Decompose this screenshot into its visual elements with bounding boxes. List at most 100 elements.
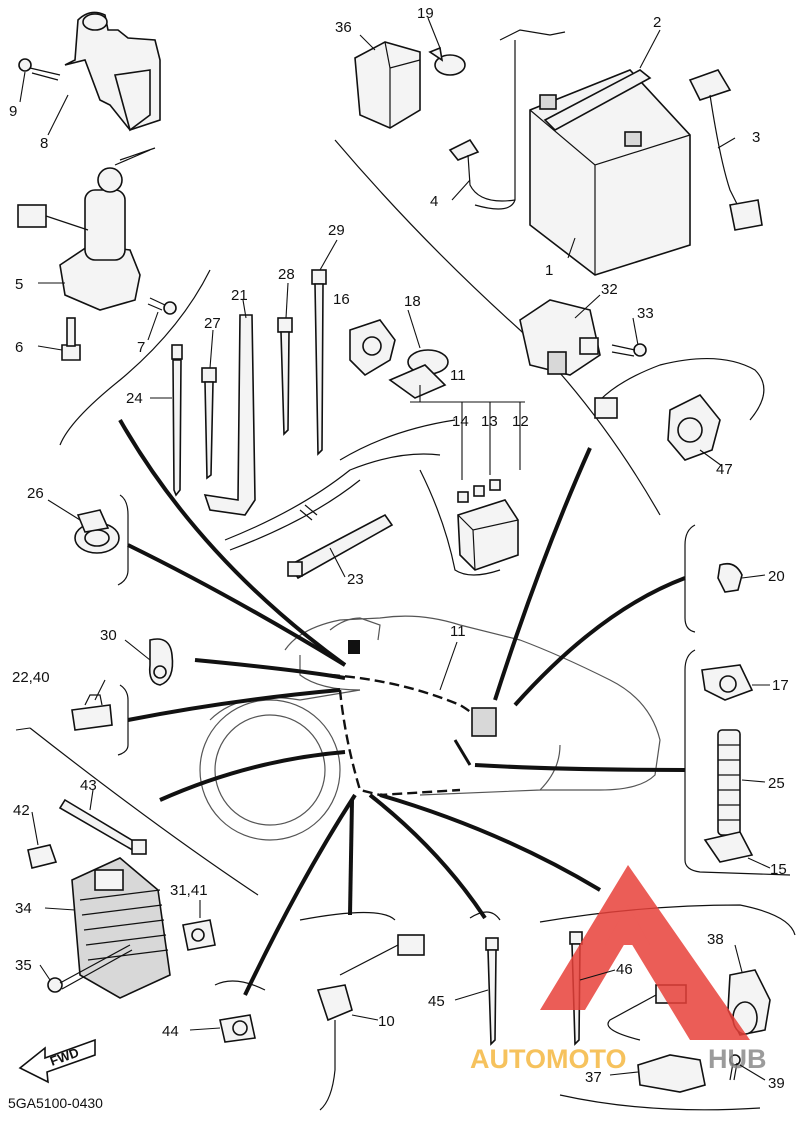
callout-1: 1 — [545, 262, 553, 279]
callout-31-41: 31,41 — [170, 882, 208, 899]
clip-20 — [717, 562, 743, 593]
battery — [474, 29, 691, 276]
callout-22-40: 22,40 — [12, 669, 50, 686]
battery-cable-4 — [448, 138, 516, 202]
band-21 — [203, 314, 256, 516]
fuse-box-32 — [519, 299, 601, 376]
callout-34: 34 — [15, 900, 32, 917]
clip-16 — [349, 319, 396, 377]
callout-28: 28 — [278, 266, 295, 283]
clip-42 — [27, 844, 58, 869]
watermark-brand-right: HUB — [708, 1044, 767, 1074]
callout-3: 3 — [752, 129, 760, 146]
callout-2: 2 — [653, 14, 661, 31]
leader-lines — [15, 17, 771, 1081]
callout-9: 9 — [9, 103, 17, 120]
cdi-unit — [457, 499, 519, 571]
callout-26: 26 — [27, 485, 44, 502]
spring-25 — [717, 729, 741, 836]
clip-30 — [148, 638, 174, 686]
tie-45 — [485, 937, 499, 1046]
sensor-47 — [594, 358, 765, 461]
tie-23 — [287, 513, 394, 580]
callout-16: 16 — [333, 291, 350, 308]
tie-28 — [277, 317, 293, 436]
callout-33: 33 — [637, 305, 654, 322]
tie-29 — [311, 269, 327, 456]
clip-26 — [74, 509, 120, 554]
tie-43 — [58, 798, 147, 855]
callout-17: 17 — [772, 677, 789, 694]
callout-32: 32 — [601, 281, 618, 298]
callout-11a: 11 — [450, 367, 466, 384]
tie-24 — [171, 344, 183, 497]
fuses-12-14 — [457, 479, 501, 503]
callout-labels: 1 2 3 4 5 6 7 8 9 10 11 11 12 13 14 15 1… — [9, 5, 789, 1092]
callout-25: 25 — [768, 775, 785, 792]
callout-24: 24 — [126, 390, 143, 407]
clamp-19 — [428, 46, 466, 76]
callout-35: 35 — [15, 957, 32, 974]
callout-21: 21 — [231, 287, 248, 304]
callout-14: 14 — [452, 413, 469, 430]
sensor-10 — [316, 934, 425, 1111]
callout-37: 37 — [585, 1069, 602, 1086]
callout-19: 19 — [417, 5, 434, 22]
harness-branch — [224, 419, 501, 576]
watermark-triangle — [540, 865, 750, 1040]
callout-42: 42 — [13, 802, 30, 819]
callout-27: 27 — [204, 315, 221, 332]
callout-11b: 11 — [450, 623, 466, 640]
ignition-switch — [17, 147, 156, 311]
callout-20: 20 — [768, 568, 785, 585]
clip-17 — [701, 664, 754, 701]
bolt-9 — [18, 58, 61, 81]
pointer-lines — [118, 419, 686, 996]
fwd-arrow — [18, 1038, 96, 1084]
relay-36 — [354, 41, 421, 129]
callout-23: 23 — [347, 571, 364, 588]
bolt-6 — [61, 317, 81, 361]
callout-12: 12 — [512, 413, 529, 430]
callout-7: 7 — [137, 339, 145, 356]
group-boundaries — [29, 139, 796, 1111]
clip-44 — [219, 1014, 256, 1043]
bracket-37 — [637, 1054, 706, 1093]
bolt-7 — [147, 297, 177, 315]
callout-8: 8 — [40, 135, 48, 152]
callout-46: 46 — [616, 961, 633, 978]
watermark-brand-left: AUTOMOTO — [470, 1044, 627, 1074]
bolt-33 — [611, 343, 647, 357]
clip-18 — [388, 349, 449, 399]
clip-15 — [703, 831, 754, 863]
drawing-code: 5GA5100-0430 — [8, 1095, 103, 1111]
bolt-35 — [47, 944, 133, 993]
clip-31-41 — [182, 919, 216, 951]
bolt-39 — [729, 1054, 741, 1081]
callout-36: 36 — [335, 19, 352, 36]
tie-27 — [201, 367, 217, 480]
rectifier-34 — [71, 857, 171, 999]
callout-38: 38 — [707, 931, 724, 948]
callout-45: 45 — [428, 993, 445, 1010]
battery-cable-3 — [688, 69, 763, 231]
watermark: AUTOMOTO HUB — [470, 865, 767, 1074]
callout-15: 15 — [770, 861, 787, 878]
callout-10: 10 — [378, 1013, 395, 1030]
wire-harness-main — [329, 640, 497, 797]
callout-13: 13 — [481, 413, 498, 430]
callout-44: 44 — [162, 1023, 179, 1040]
motorcycle-outline — [199, 615, 661, 841]
callout-43: 43 — [80, 777, 97, 794]
callout-4: 4 — [430, 193, 438, 210]
ignition-bracket — [64, 11, 161, 132]
callout-5: 5 — [15, 276, 23, 293]
clip-22-40 — [71, 694, 113, 731]
callout-39: 39 — [768, 1075, 785, 1092]
callout-18: 18 — [404, 293, 421, 310]
callout-6: 6 — [15, 339, 23, 356]
callout-30: 30 — [100, 627, 117, 644]
callout-29: 29 — [328, 222, 345, 239]
callout-47: 47 — [716, 461, 733, 478]
